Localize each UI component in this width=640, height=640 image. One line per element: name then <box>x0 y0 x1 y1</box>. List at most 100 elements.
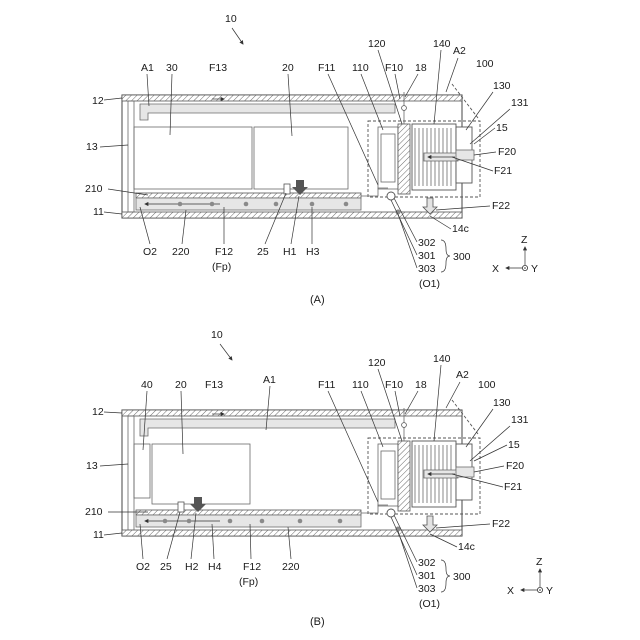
label-fp: (Fp) <box>239 576 258 588</box>
panel-a: 10 <box>85 13 538 306</box>
ref-10-arrow <box>220 344 232 360</box>
lead-301 <box>391 517 417 575</box>
air-path-f13 <box>140 419 395 436</box>
lead-130 <box>466 92 493 130</box>
battery-module-20 <box>254 127 348 189</box>
label-12: 12 <box>92 406 104 418</box>
label-f20: F20 <box>498 146 516 158</box>
top-wall-12 <box>122 95 462 101</box>
label-120: 120 <box>368 38 386 50</box>
axis-z: Z <box>521 234 528 246</box>
label-f21: F21 <box>504 481 522 493</box>
valve-icon <box>402 423 407 428</box>
lead-f11 <box>328 74 378 185</box>
fastener <box>163 519 168 524</box>
lead-11 <box>104 212 122 214</box>
label-15: 15 <box>496 122 508 134</box>
label-140: 140 <box>433 353 451 365</box>
label-f22: F22 <box>492 200 510 212</box>
lead-13 <box>100 145 128 147</box>
lead-18 <box>405 74 418 97</box>
label-220: 220 <box>172 246 190 258</box>
fastener <box>244 202 249 207</box>
axis-triad: Z X Y <box>507 556 553 597</box>
ref-10-arrow <box>232 28 243 44</box>
label-130: 130 <box>493 397 511 409</box>
label-fp: (Fp) <box>212 261 231 273</box>
label-303: 303 <box>418 263 436 275</box>
fastener <box>187 519 192 524</box>
label-303: 303 <box>418 583 436 595</box>
valve-icon <box>402 106 407 111</box>
label-a2: A2 <box>453 45 466 57</box>
air-path-f13 <box>140 104 395 120</box>
lead-f22 <box>436 524 490 528</box>
lead-o2 <box>140 524 143 559</box>
lead-f11 <box>328 391 378 502</box>
label-f22: F22 <box>492 518 510 530</box>
lead-130 <box>466 409 493 447</box>
label-h3: H3 <box>306 246 320 258</box>
air-inlet-f20 <box>456 150 474 160</box>
fastener <box>274 202 279 207</box>
axis-x: X <box>507 585 514 597</box>
connector-301 <box>387 509 395 517</box>
label-20: 20 <box>282 62 294 74</box>
ref-10: 10 <box>211 329 223 341</box>
label-f20: F20 <box>506 460 524 472</box>
label-18: 18 <box>415 62 427 74</box>
outlet-arrow-f22 <box>423 516 437 532</box>
fastener <box>344 202 349 207</box>
label-18: 18 <box>415 379 427 391</box>
label-f12: F12 <box>215 246 233 258</box>
label-13: 13 <box>86 141 98 153</box>
label-15: 15 <box>508 439 520 451</box>
label-o1: (O1) <box>419 278 440 290</box>
left-wall-13 <box>128 101 134 212</box>
lead-301 <box>391 200 417 255</box>
label-f21: F21 <box>494 165 512 177</box>
axis-x: X <box>492 263 499 275</box>
label-25: 25 <box>257 246 269 258</box>
lead-h4 <box>212 524 214 559</box>
exchanger-120 <box>398 124 410 194</box>
lead-15 <box>474 128 495 144</box>
label-f10: F10 <box>385 379 403 391</box>
bracket-300 <box>441 240 450 272</box>
lead-f20 <box>474 152 496 155</box>
label-300: 300 <box>453 571 471 583</box>
label-14c: 14c <box>452 223 469 235</box>
bottom-wall-11 <box>122 212 462 218</box>
unit-100-dotted-lead <box>452 400 478 434</box>
label-210: 210 <box>85 506 103 518</box>
lead-11 <box>104 533 122 535</box>
label-100: 100 <box>478 379 496 391</box>
label-120: 120 <box>368 357 386 369</box>
label-a1: A1 <box>141 62 154 74</box>
bracket-300 <box>441 560 450 592</box>
label-301: 301 <box>418 250 436 262</box>
label-40: 40 <box>141 379 153 391</box>
cooling-plate-210 <box>136 193 361 198</box>
axis-z: Z <box>536 556 543 568</box>
label-300: 300 <box>453 251 471 263</box>
axis-triad: Z X Y <box>492 234 538 275</box>
caption-a: (A) <box>310 294 325 306</box>
label-110: 110 <box>352 379 369 391</box>
label-a1: A1 <box>263 374 276 386</box>
label-h2: H2 <box>185 561 199 573</box>
lead-131 <box>470 426 510 461</box>
cooling-plate-210 <box>136 510 361 515</box>
lead-f12 <box>250 524 251 559</box>
label-a2: A2 <box>456 369 469 381</box>
label-30: 30 <box>166 62 178 74</box>
label-110: 110 <box>352 62 369 74</box>
lead-140 <box>434 365 441 441</box>
fastener <box>310 202 315 207</box>
sensor-25 <box>178 502 184 512</box>
exchanger-120 <box>398 441 410 511</box>
label-12: 12 <box>92 95 104 107</box>
fastener <box>298 519 303 524</box>
label-f11: F11 <box>318 379 335 391</box>
